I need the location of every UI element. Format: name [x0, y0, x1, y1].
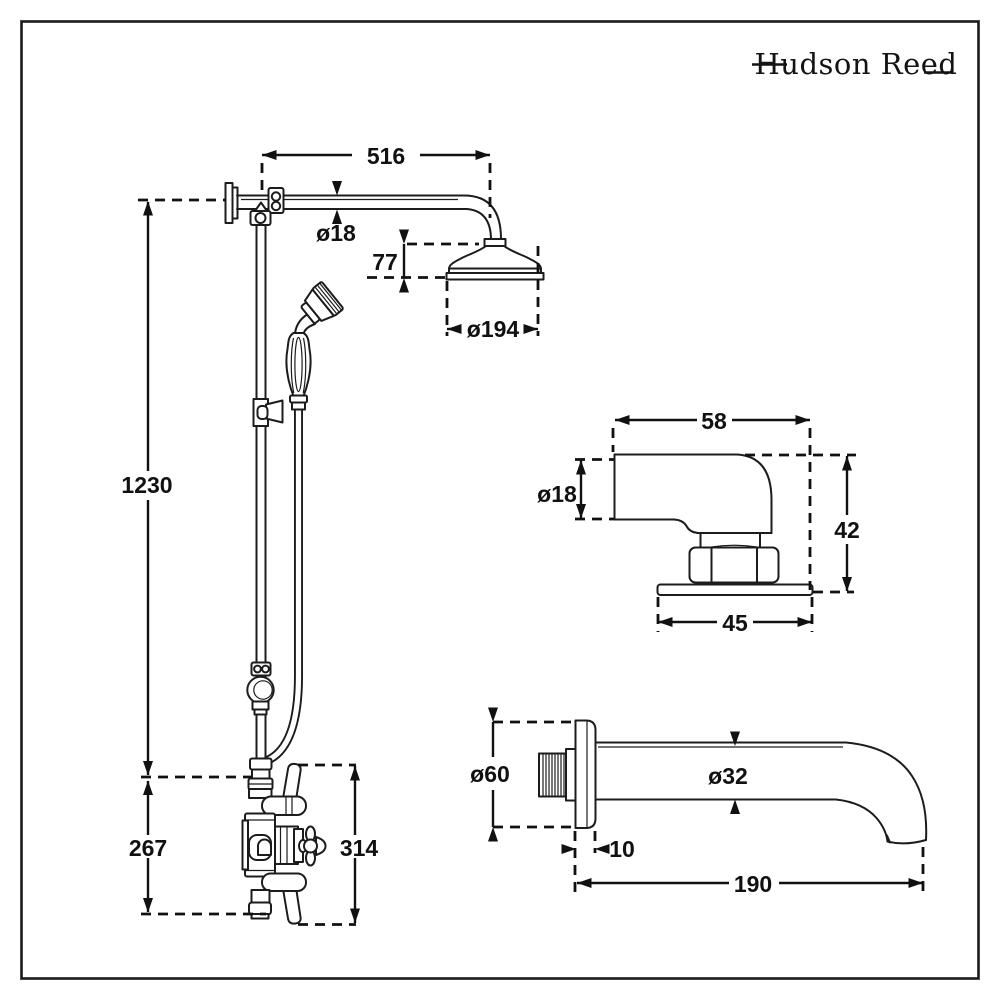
- dim-riser-height: 1230: [121, 472, 172, 498]
- elbow-wall-flange: [656, 583, 814, 596]
- dim-elbow-pipe-diameter: ø18: [537, 481, 577, 507]
- hose-nut: [291, 401, 306, 411]
- thread-lines: [542, 754, 565, 796]
- dimension-labels: 516 ø18 77 ø194 1230 267 314 58 ø18 42 4…: [121, 143, 859, 897]
- bath-spout-figure: [538, 719, 928, 845]
- brand-logo: Hudson Reed: [752, 47, 958, 81]
- bracket-knob: [256, 405, 269, 420]
- dim-arm-pipe-diameter: ø18: [316, 220, 356, 246]
- handle-collar: [289, 394, 308, 404]
- shower-hose: [264, 408, 303, 766]
- shower-head: [445, 238, 545, 281]
- handset: [285, 281, 344, 411]
- thermostatic-valve: [241, 757, 327, 925]
- shower-column-figure: [224, 182, 545, 925]
- riser-diverter: [246, 661, 275, 716]
- shower-arm: [236, 187, 502, 241]
- handset-spray-head: [300, 281, 344, 324]
- spout-collar: [565, 748, 577, 802]
- spout-tube-top: [594, 741, 928, 841]
- dim-elbow-height: 42: [834, 517, 860, 543]
- dim-head-depth: 77: [372, 249, 398, 275]
- head-rim-band2: [445, 272, 545, 281]
- dim-spout-diameter: ø32: [708, 763, 748, 789]
- spout-mouth: [886, 839, 927, 845]
- dim-elbow-flange-width: 45: [722, 610, 748, 636]
- head-bell: [448, 245, 542, 270]
- dim-valve-inlet-drop: 267: [129, 835, 167, 861]
- brand-name: Hudson Reed: [755, 47, 958, 81]
- lever-handle-bottom: [282, 886, 302, 925]
- dim-head-diameter: ø194: [467, 316, 520, 342]
- extension-lines: [138, 163, 925, 926]
- valve-top-arm: [261, 795, 307, 816]
- wall-flange: [224, 182, 239, 224]
- valve-inlet-nut: [249, 757, 273, 771]
- dim-spout-reach: 190: [734, 871, 772, 897]
- crosshead-handle: [298, 825, 327, 867]
- dim-spout-flange-diameter: ø60: [470, 761, 510, 787]
- wall-elbow-figure: [613, 453, 814, 596]
- handset-handle: [285, 332, 312, 397]
- dim-spout-flange-depth: 10: [609, 836, 635, 862]
- dim-valve-overall-height: 314: [340, 835, 379, 861]
- handset-bracket: [252, 398, 284, 427]
- spout-wall-flange: [574, 719, 597, 829]
- lever-handle-top: [282, 762, 302, 801]
- spout-tube-bottom: [594, 798, 889, 843]
- dim-arm-reach: 516: [367, 143, 405, 169]
- valve-bottom-outlet: [250, 889, 271, 904]
- valve-bottom-arm: [261, 872, 307, 892]
- page-border: [20, 20, 980, 980]
- tee-chamfer: [254, 201, 268, 212]
- elbow-nut: [688, 546, 780, 584]
- dim-elbow-depth: 58: [701, 408, 727, 434]
- elbow-body: [613, 453, 773, 534]
